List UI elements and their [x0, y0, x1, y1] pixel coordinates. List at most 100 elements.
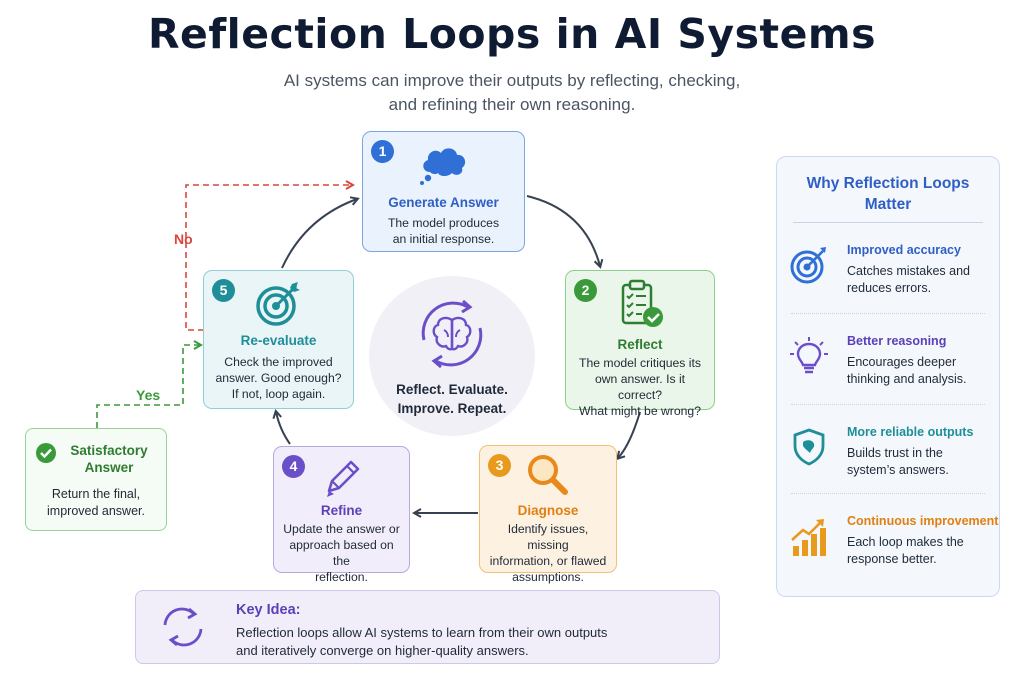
desc-line: approach based on the	[289, 538, 394, 568]
key-idea-title: Key Idea:	[236, 602, 301, 618]
step-5-re-evaluate: 5 Re-evaluate Check the improved answer.…	[203, 270, 354, 409]
step-description: Identify issues, missing information, or…	[486, 521, 610, 585]
desc-line: Catches mistakes and	[847, 264, 970, 278]
step-description: Check the improved answer. Good enough? …	[210, 354, 347, 402]
step-number-badge: 3	[488, 454, 511, 477]
why-item-reasoning: Better reasoning Encourages deeper think…	[777, 334, 999, 422]
center-line-1: Reflect. Evaluate.	[396, 382, 508, 397]
desc-line: Encourages deeper	[847, 355, 957, 369]
growth-chart-icon	[791, 519, 826, 556]
desc-line: Identify issues, missing	[507, 522, 589, 552]
step-2-reflect: 2 Reflect The model critiques its own an…	[565, 270, 715, 418]
step-number-badge: 2	[574, 279, 597, 302]
key-idea-box: Key Idea: Reflection loops allow AI syst…	[135, 590, 720, 664]
item-title: Better reasoning	[847, 334, 947, 348]
yes-label: Yes	[136, 387, 161, 403]
satisfactory-title: Satisfactory Answer	[56, 442, 162, 476]
desc-line: system’s answers.	[847, 463, 949, 477]
desc-line: Check the improved	[224, 355, 333, 369]
no-label: No	[174, 231, 193, 247]
why-title-divider	[793, 222, 983, 223]
desc-line: Builds trust in the	[847, 446, 943, 460]
why-title: Why Reflection Loops Matter	[777, 173, 999, 215]
item-description: Each loop makes the response better.	[847, 534, 992, 568]
desc-line: improved answer.	[47, 504, 145, 518]
why-divider	[791, 313, 985, 314]
cycle-arrows-icon	[163, 607, 203, 647]
subtitle-line-2: and refining their own reasoning.	[388, 95, 636, 114]
desc-line: What might be wrong?	[579, 404, 701, 418]
desc-line: answer. Good enough?	[215, 371, 342, 385]
desc-line: own answer. Is it correct?	[594, 372, 686, 402]
step-number-badge: 5	[212, 279, 235, 302]
step-description: The model produces an initial response.	[369, 215, 518, 247]
item-title: Improved accuracy	[847, 243, 961, 257]
page-title: Reflection Loops in AI Systems	[147, 10, 877, 58]
pencil-icon	[326, 460, 359, 497]
desc-line: Update the answer or	[283, 522, 400, 536]
target-icon	[790, 247, 826, 284]
satisfactory-description: Return the final, improved answer.	[26, 486, 166, 520]
arrow-2-to-3	[618, 411, 641, 458]
key-idea-line: Reflection loops allow AI systems to lea…	[236, 625, 608, 640]
step-description: The model critiques its own answer. Is i…	[572, 355, 708, 419]
desc-line: reflection.	[315, 570, 368, 584]
key-idea-text: Reflection loops allow AI systems to lea…	[236, 624, 607, 660]
item-title: Continuous improvement	[847, 514, 999, 528]
item-description: Catches mistakes and reduces errors.	[847, 263, 992, 297]
desc-line: The model produces	[387, 216, 500, 230]
desc-line: Return the final,	[51, 487, 141, 501]
magnifier-icon	[528, 455, 568, 495]
check-circle-icon	[36, 443, 56, 463]
desc-line: thinking and analysis.	[847, 372, 967, 386]
step-number-badge: 1	[371, 140, 394, 163]
step-1-generate-answer: 1 Generate Answer The model produces an …	[362, 131, 525, 252]
checklist-clipboard-icon	[621, 279, 663, 327]
item-title: More reliable outputs	[847, 425, 974, 439]
arrow-4-to-5	[276, 412, 291, 445]
no-branch-arrow	[185, 185, 352, 331]
step-4-refine: 4 Refine Update the answer or approach b…	[273, 446, 410, 584]
desc-line: The model critiques its	[579, 356, 701, 370]
desc-line: response better.	[847, 552, 937, 566]
step-title: Reflect	[617, 337, 663, 352]
why-title-line: Why Reflection Loops	[806, 175, 970, 192]
center-line-2: Improve. Repeat.	[397, 401, 507, 416]
step-description: Update the answer or approach based on t…	[280, 521, 403, 585]
target-icon	[255, 282, 300, 326]
step-title: Refine	[320, 503, 363, 518]
why-divider	[791, 404, 985, 405]
title-line: Satisfactory	[70, 443, 148, 458]
why-item-improvement: Continuous improvement Each loop makes t…	[777, 514, 999, 602]
desc-line: If not, loop again.	[231, 387, 326, 401]
step-title: Re-evaluate	[240, 333, 317, 348]
why-item-accuracy: Improved accuracy Catches mistakes and r…	[777, 243, 999, 331]
step-number-badge: 4	[282, 455, 305, 478]
item-description: Builds trust in the system’s answers.	[847, 445, 992, 479]
desc-line: an initial response.	[392, 232, 495, 246]
why-panel: Why Reflection Loops Matter Improved acc…	[776, 156, 1000, 597]
thought-cloud-icon	[419, 148, 465, 185]
step-title: Diagnose	[517, 503, 579, 518]
subtitle-line-1: AI systems can improve their outputs by …	[283, 71, 741, 90]
arrow-5-to-1	[281, 199, 357, 269]
step-3-diagnose: 3 Diagnose Identify issues, missing info…	[479, 445, 617, 584]
yes-branch-arrow	[96, 345, 200, 428]
desc-line: assumptions.	[512, 570, 584, 584]
brain-cycle-icon	[421, 299, 483, 369]
desc-line: reduces errors.	[847, 281, 932, 295]
center-caption: Reflect. Evaluate. Improve. Repeat.	[369, 380, 535, 418]
center-circle	[369, 276, 535, 436]
arrow-1-to-2	[526, 195, 600, 266]
desc-line: information, or flawed	[489, 554, 607, 568]
desc-line: Each loop makes the	[847, 535, 964, 549]
satisfactory-answer-box: Satisfactory Answer Return the final, im…	[25, 428, 167, 531]
title-line: Answer	[84, 460, 134, 475]
lightbulb-icon	[790, 337, 828, 374]
shield-icon	[793, 428, 825, 466]
why-item-reliable: More reliable outputs Builds trust in th…	[777, 425, 999, 513]
why-title-line: Matter	[864, 196, 912, 213]
step-title: Generate Answer	[388, 195, 499, 210]
key-idea-line: and iteratively converge on higher-quali…	[236, 643, 529, 658]
